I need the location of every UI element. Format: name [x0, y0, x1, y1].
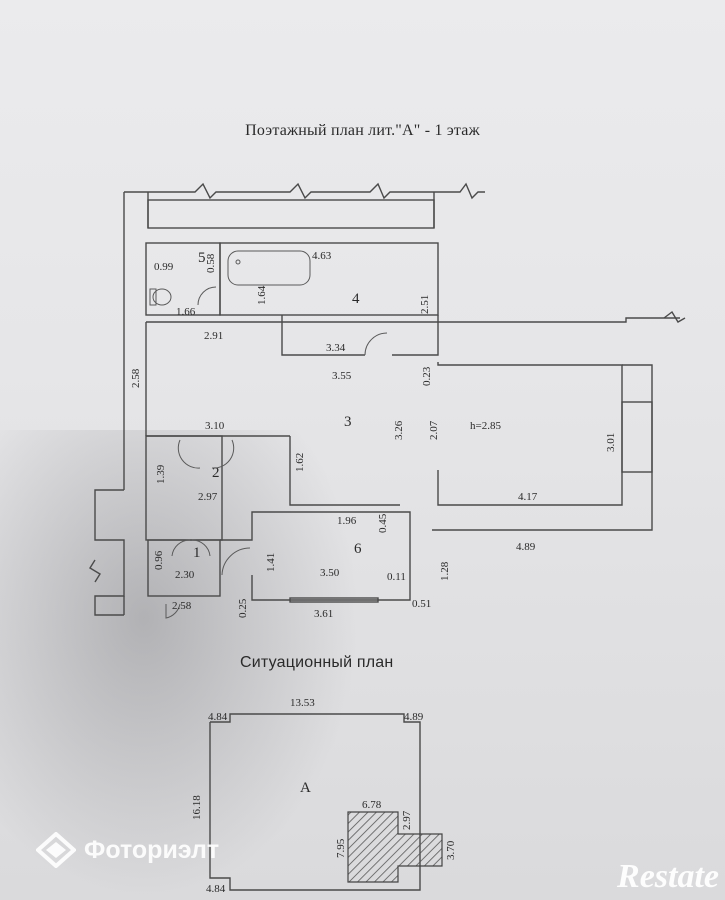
dim-label: 2.58: [130, 368, 142, 388]
dim-label: 3.34: [326, 342, 346, 354]
room-6-outline: [220, 511, 411, 601]
door-swing-2: [177, 439, 235, 469]
door-swing-5: [197, 286, 217, 306]
room-3-right-part: [437, 362, 623, 506]
room-3-top-wall: [146, 317, 680, 323]
dim-label: 2.58: [172, 600, 192, 612]
room-number-4: 4: [352, 291, 360, 307]
dim-label: 3.50: [320, 567, 340, 579]
dim-label: 0.45: [377, 513, 389, 533]
dim-label: 0.25: [237, 598, 249, 618]
toilet-tank: [149, 288, 157, 306]
site-dim: 2.97: [401, 810, 413, 830]
dim-label: 0.96: [153, 550, 165, 570]
dim-label: 3.26: [393, 420, 405, 440]
dim-label: 2.97: [198, 491, 218, 503]
door-swing-6: [221, 547, 251, 576]
dim-label: 1.64: [256, 285, 268, 305]
site-outline-left: [209, 722, 380, 891]
dim-label: 0.51: [412, 598, 431, 610]
right-break: [663, 310, 686, 323]
site-label-a: А: [300, 780, 311, 796]
dim-label: 1.41: [265, 553, 277, 572]
top-wall: [124, 182, 485, 200]
site-dim: 4.84: [206, 883, 226, 895]
site-dim: 4.89: [404, 711, 424, 723]
left-break-mark: [89, 559, 101, 583]
fotoriel-logo-icon: [36, 832, 76, 868]
dim-label: 3.61: [314, 608, 333, 620]
room-numbers: 5 4 3 2 1 6: [193, 250, 362, 561]
dim-label: 1.96: [337, 515, 357, 527]
dim-label: 2.91: [204, 330, 223, 342]
door-swing-1: [171, 539, 211, 557]
dim-label: 3.10: [205, 420, 225, 432]
floor-plan-title: Поэтажный план лит."А" - 1 этаж: [245, 122, 480, 139]
top-corridor: [147, 199, 435, 229]
site-plan: А 13.53 4.84 4.89 16.18 6.78 2.97 7.95 3…: [191, 697, 457, 895]
fotoriel-watermark: Фоториэлт: [36, 832, 219, 868]
dim-label: h=2.85: [470, 420, 501, 432]
dim-label: 3.55: [332, 370, 352, 382]
dim-label: 0.23: [421, 366, 433, 386]
outer-right-wall: [432, 364, 653, 531]
window-niche: [621, 401, 653, 473]
site-plan-title: Ситуационный план: [240, 654, 394, 671]
dim-label: 0.58: [205, 253, 217, 273]
door-swing-4: [364, 332, 388, 356]
dim-label: 4.17: [518, 491, 538, 503]
dim-label: 2.30: [175, 569, 195, 581]
plan-walls: [89, 182, 686, 619]
site-dim: 13.53: [290, 697, 315, 709]
site-dim: 4.84: [208, 711, 228, 723]
room-number-6: 6: [354, 541, 362, 557]
room-4-outline: [219, 242, 439, 316]
dim-label: 4.63: [312, 250, 332, 262]
site-dim: 7.95: [335, 838, 347, 858]
dim-label: 2.07: [428, 420, 440, 440]
room-4-right-wall: [392, 315, 439, 356]
dim-label: 1.28: [439, 561, 451, 581]
site-dim: 16.18: [191, 795, 203, 820]
dim-label: 2.51: [419, 295, 431, 314]
room-number-3: 3: [344, 414, 352, 430]
room-number-5: 5: [198, 250, 206, 266]
bathtub: [227, 250, 311, 286]
bathtub-drain: [235, 259, 241, 265]
dim-label: 1.62: [294, 453, 306, 472]
site-dim: 6.78: [362, 799, 382, 811]
dimension-labels: 4.63 0.99 0.58 1.64 1.66 2.91 2.51 3.34 …: [130, 250, 617, 620]
fotoriel-text: Фоториэлт: [84, 835, 220, 864]
restate-watermark: Restate: [617, 858, 719, 895]
room-4-lower-wall: [281, 315, 365, 356]
room-number-1: 1: [193, 545, 201, 561]
hand-shadow: [0, 430, 360, 900]
toilet-icon: [152, 288, 172, 306]
dim-label: 0.11: [387, 571, 406, 583]
room-number-2: 2: [212, 465, 220, 481]
dim-label: 0.99: [154, 261, 174, 273]
site-dim: 3.70: [445, 840, 457, 860]
dim-label: 3.01: [605, 433, 617, 452]
hatched-building: [347, 811, 443, 883]
dim-label: 1.66: [176, 306, 196, 318]
left-outer-extension: [94, 489, 125, 616]
room-6-window: [289, 597, 379, 603]
dim-label: 4.89: [516, 541, 536, 553]
room-3-inner-wall: [289, 436, 400, 506]
entry-door-swing: [165, 603, 181, 619]
room-1-outline: [147, 539, 221, 597]
dim-label: 1.39: [155, 464, 167, 484]
room-2-outline: [145, 435, 223, 541]
